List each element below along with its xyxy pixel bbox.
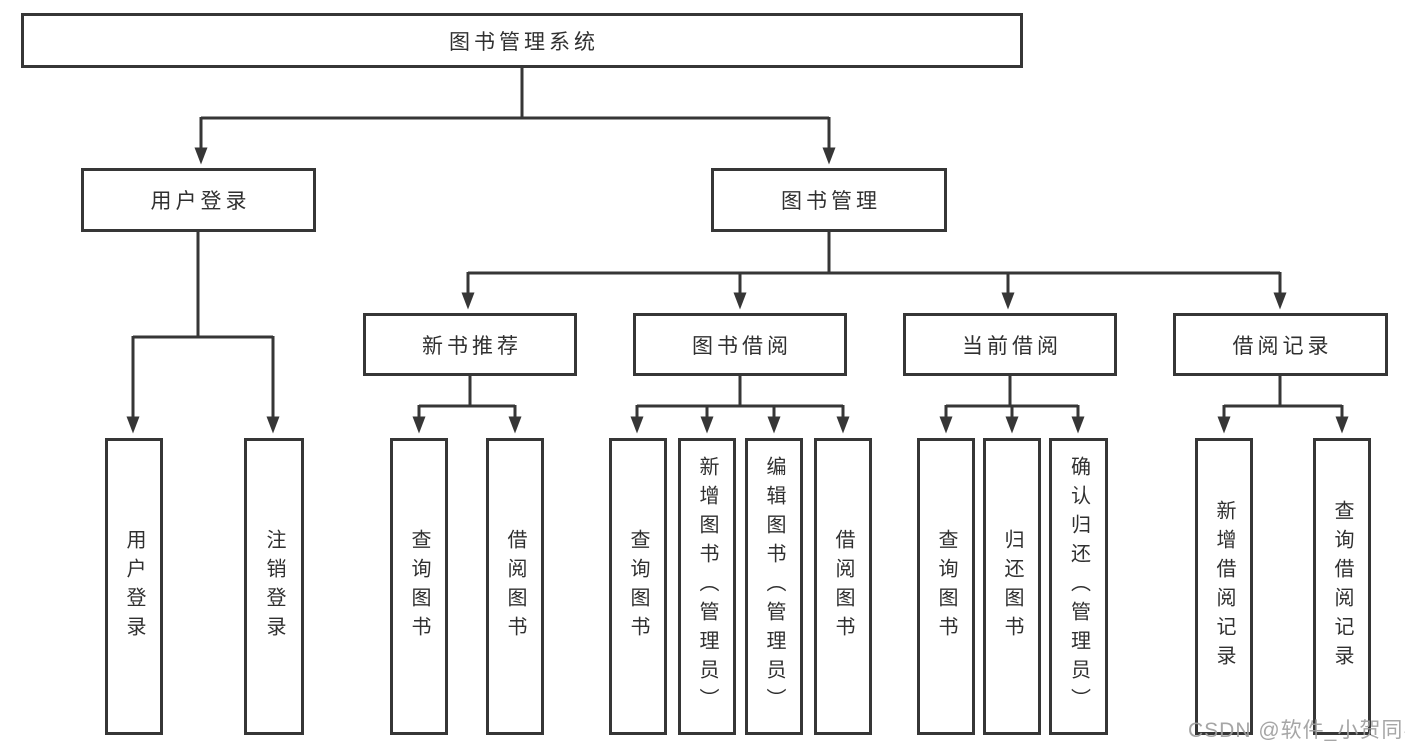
leaf-query-books-current: 查询图书 <box>917 438 975 735</box>
leaf-confirm-return-admin: 确认归还（管理员） <box>1049 438 1108 735</box>
leaf-user-login: 用户登录 <box>105 438 163 735</box>
node-label: 查询图书 <box>935 528 957 645</box>
node-user-login: 用户登录 <box>81 168 316 232</box>
node-label: 新书推荐 <box>422 334 522 358</box>
node-label: 图书管理 <box>781 190 881 213</box>
node-label: 查询借阅记录 <box>1331 499 1353 674</box>
leaf-edit-books-admin: 编辑图书（管理员） <box>745 438 803 735</box>
leaf-borrow-books-recommend: 借阅图书 <box>486 438 544 735</box>
node-library-management-system: 图书管理系统 <box>21 13 1023 68</box>
leaf-query-books-recommend: 查询图书 <box>390 438 448 735</box>
node-label: 归还图书 <box>1001 528 1023 645</box>
node-label: 图书管理系统 <box>449 30 599 54</box>
node-book-management: 图书管理 <box>711 168 947 232</box>
node-label: 借阅记录 <box>1232 334 1333 358</box>
node-label: 新增借阅记录 <box>1213 499 1235 674</box>
node-label: 借阅图书 <box>504 528 526 645</box>
node-book-borrow: 图书借阅 <box>633 313 847 376</box>
node-label: 图书借阅 <box>692 334 792 358</box>
leaf-borrow-books: 借阅图书 <box>814 438 872 735</box>
node-borrow-records: 借阅记录 <box>1173 313 1388 376</box>
node-current-borrow: 当前借阅 <box>903 313 1117 376</box>
node-label: 注销登录 <box>263 528 285 645</box>
leaf-add-borrow-record: 新增借阅记录 <box>1195 438 1253 735</box>
node-label: 确认归还（管理员） <box>1067 456 1090 717</box>
node-label: 用户登录 <box>150 190 251 213</box>
node-label: 借阅图书 <box>832 528 854 645</box>
leaf-return-books: 归还图书 <box>983 438 1041 735</box>
node-label: 编辑图书（管理员） <box>763 456 785 717</box>
node-label: 查询图书 <box>408 528 430 645</box>
node-label: 新增图书（管理员） <box>696 456 718 717</box>
node-label: 查询图书 <box>627 528 649 645</box>
node-new-book-recommend: 新书推荐 <box>363 313 577 376</box>
csdn-watermark: CSDN @软件_小贺同学 <box>1188 719 1405 742</box>
leaf-logout: 注销登录 <box>244 438 304 735</box>
leaf-add-books-admin: 新增图书（管理员） <box>678 438 736 735</box>
node-label: 当前借阅 <box>962 334 1062 358</box>
leaf-query-books-borrow: 查询图书 <box>609 438 667 735</box>
leaf-query-borrow-record: 查询借阅记录 <box>1313 438 1371 735</box>
node-label: 用户登录 <box>123 528 145 645</box>
